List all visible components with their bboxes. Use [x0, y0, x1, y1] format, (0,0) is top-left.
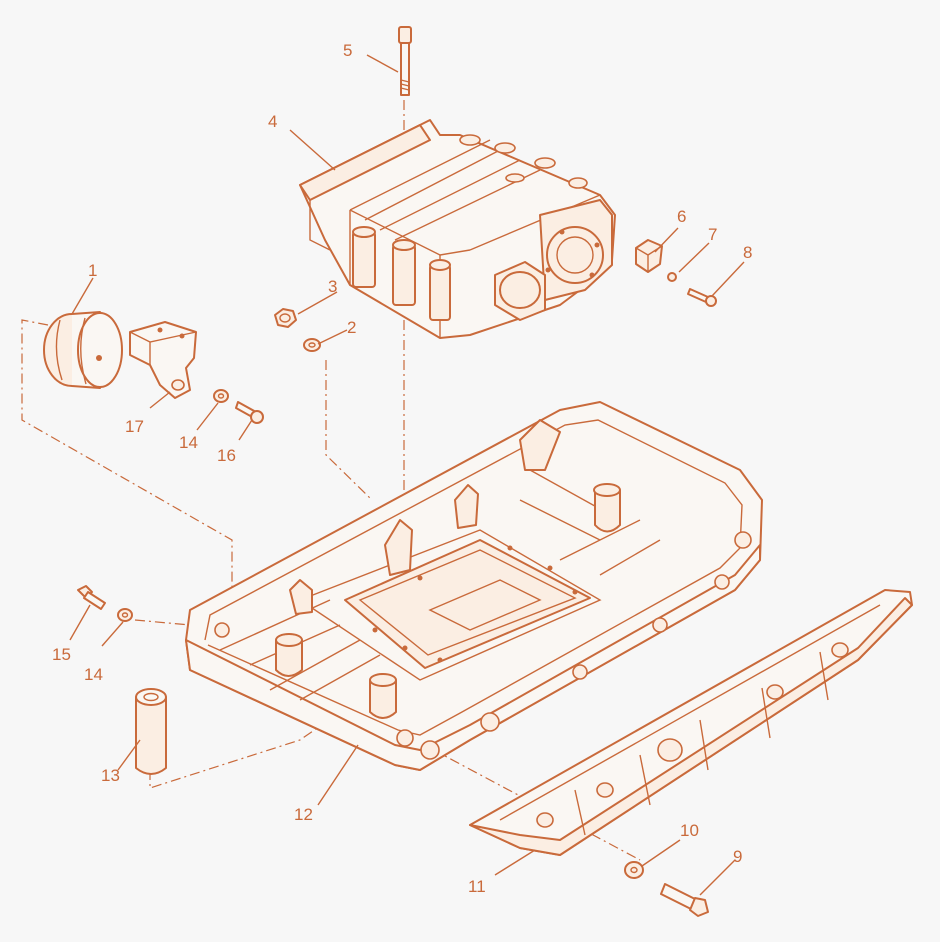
part-4-vibrator-housing [299, 119, 616, 339]
callout-4: 4 [268, 112, 277, 131]
callout-5: 5 [343, 41, 352, 60]
callout-6: 6 [677, 207, 686, 226]
callout-10: 10 [680, 821, 699, 840]
callout-14-upper: 14 [179, 433, 198, 452]
part-7-washer [667, 272, 677, 282]
callout-11: 11 [468, 877, 486, 896]
callout-13: 13 [101, 766, 120, 785]
callout-9: 9 [733, 847, 742, 866]
callout-leader-lines [69, 54, 745, 896]
callout-12: 12 [294, 805, 313, 824]
callout-2: 2 [347, 318, 356, 337]
part-9-bolt-bottom [660, 883, 709, 917]
callout-8: 8 [743, 243, 752, 262]
part-8-bolt [687, 288, 717, 307]
part-17-mount-bracket [129, 321, 197, 399]
part-10-washer-bottom [624, 861, 644, 879]
callout-17: 17 [125, 417, 144, 436]
part-13-spacer-tube [135, 688, 167, 775]
callout-16: 16 [217, 446, 236, 465]
callout-3: 3 [328, 277, 337, 296]
callout-14-lower: 14 [84, 665, 103, 684]
part-3-hex-nut [274, 308, 297, 328]
part-1-rubber-mount [43, 311, 123, 389]
part-16-bolt-upper [235, 401, 264, 424]
callout-7: 7 [708, 225, 717, 244]
callout-labels: 5 4 3 2 6 7 8 1 17 14 16 15 14 13 12 11 … [52, 41, 752, 896]
part-5-long-bolt [398, 26, 412, 96]
callout-15: 15 [52, 645, 71, 664]
part-6-block [635, 239, 663, 273]
part-15-bolt-left [77, 585, 106, 610]
part-11-side-skid [469, 589, 913, 856]
part-14-washer-lower [117, 608, 133, 622]
part-2-washer [303, 338, 321, 352]
part-14-washer-upper [213, 389, 229, 403]
part-12-base-plate [185, 401, 763, 771]
callout-1: 1 [88, 261, 97, 280]
